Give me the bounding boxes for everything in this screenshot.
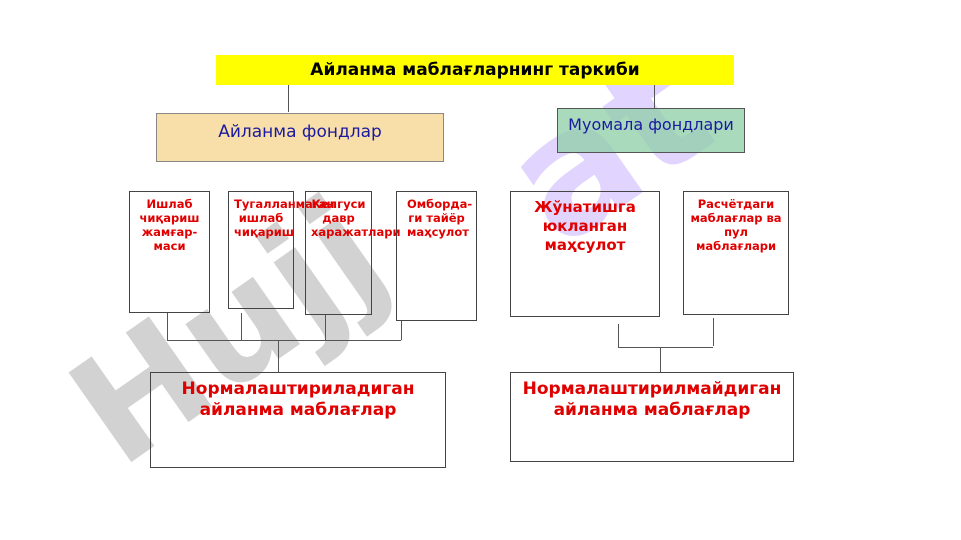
result-right-box: Нормалаштирилмайдиган айланма маблағлар	[510, 372, 794, 462]
group-left-box: Айланма фондлар	[156, 113, 444, 162]
item-box: Ишлаб чиқариш жамғар-маси	[129, 191, 210, 313]
item-box: Келгуси давр харажатлари	[305, 191, 401, 315]
diagram-title: Айланма маблағларнинг таркиби	[216, 55, 734, 85]
item-box: Жўнатишга юкланган маҳсулот	[510, 191, 660, 317]
item-box: Расчётдаги маблағлар ва пул маблағлари	[683, 191, 789, 315]
item-box: Омборда-ги тайёр маҳсулот	[396, 191, 477, 321]
item-box: Тугалланмаган ишлаб чиқариш	[228, 191, 335, 309]
group-right-box: Муомала фондлари	[557, 108, 745, 153]
result-left-box: Нормалаштириладиган айланма маблағлар	[150, 372, 446, 468]
